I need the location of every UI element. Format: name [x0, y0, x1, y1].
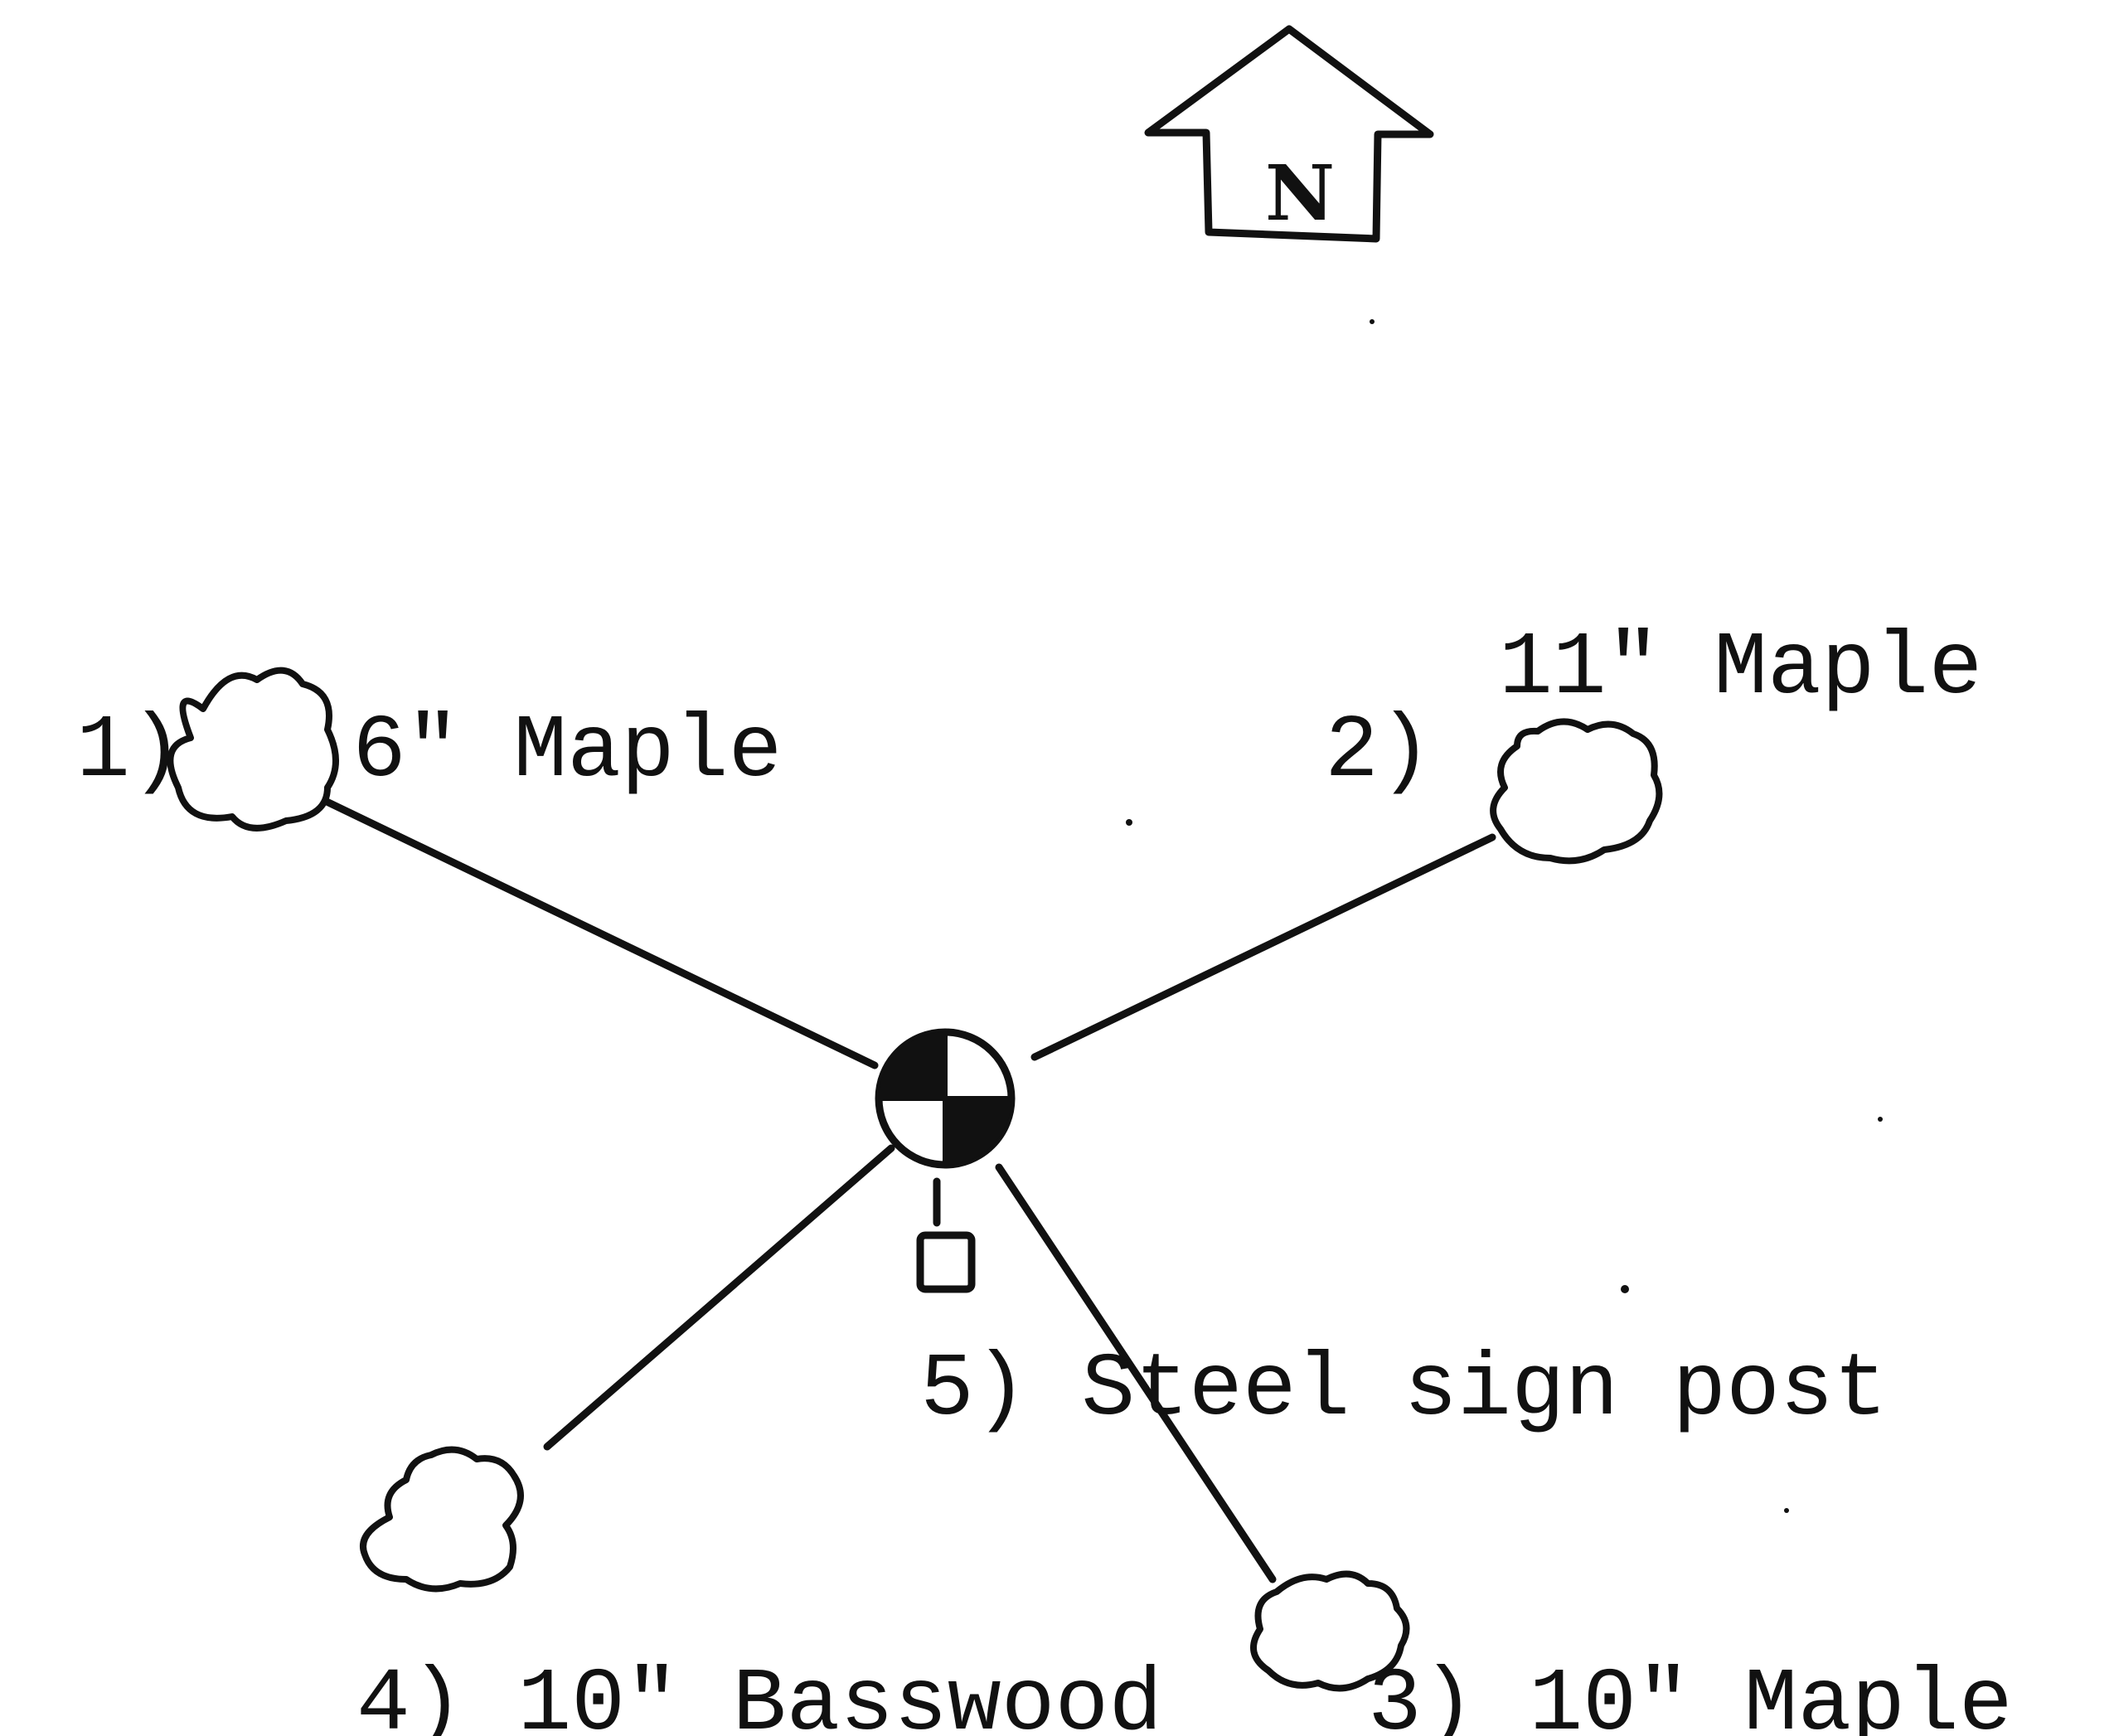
line-to-tree-1 [319, 796, 879, 1069]
line-to-tree-2 [1030, 833, 1496, 1061]
north-label: N [1265, 148, 1335, 238]
sign-post-icon [916, 1231, 976, 1293]
line-to-tree-4 [543, 1144, 895, 1451]
tree-3-label: 3) 10" Maple [1368, 1655, 2013, 1736]
tree-4-label: 4) 10" Basswood [356, 1655, 1162, 1736]
tree-4-icon [360, 1446, 524, 1593]
tree-2-icon [1490, 718, 1663, 865]
tree-1-number: 1) [76, 701, 184, 803]
survey-monument-icon [875, 1028, 1016, 1169]
tree-2-number: 2) [1325, 701, 1433, 803]
reference-lines [319, 796, 1496, 1583]
tree-1-label: 6" Maple [352, 701, 782, 803]
scan-specks [1126, 319, 1883, 1513]
line-to-tree-3 [995, 1163, 1277, 1583]
tree-2-label: 11" Maple [1499, 618, 1982, 720]
sign-post-label: 5) Steel sign post [920, 1340, 1888, 1441]
tree-1-icon [167, 667, 339, 832]
tree-3-icon [1250, 1570, 1410, 1692]
north-arrow-icon: N [1144, 25, 1434, 243]
